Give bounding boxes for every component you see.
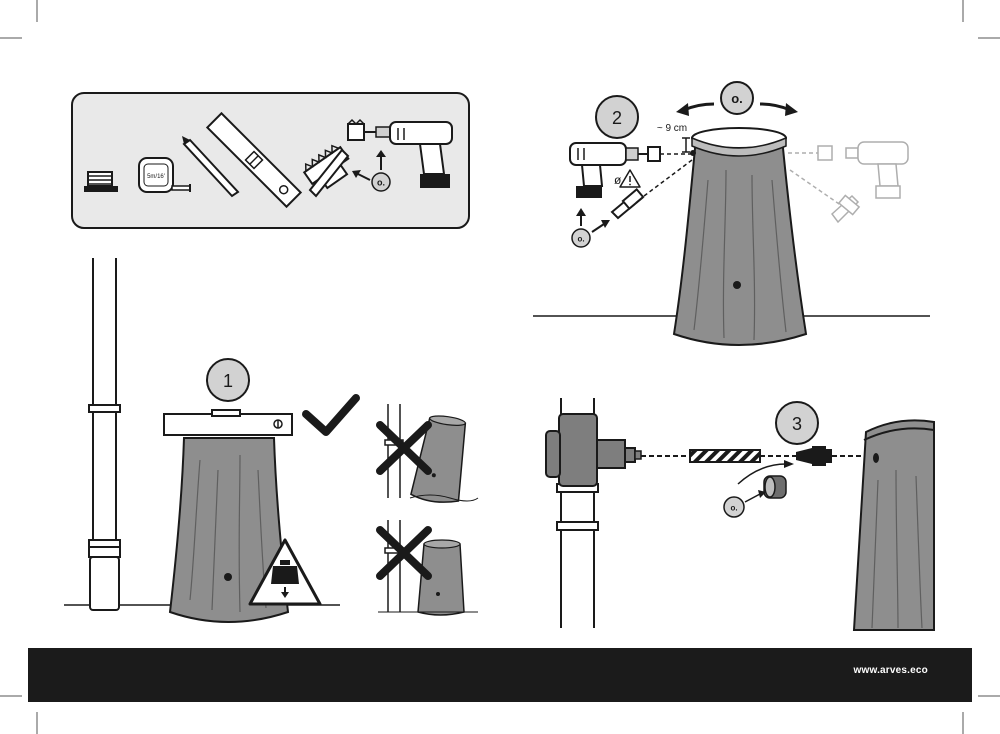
step-3-scene: 3 o.: [545, 398, 935, 631]
drill-icon-faded: [788, 141, 909, 224]
connection-hose: [689, 449, 761, 463]
rain-barrel-trunk: [168, 437, 290, 623]
step-1-scene: 1: [64, 258, 360, 623]
step-2-bit-marker: o.: [571, 208, 610, 248]
marker-label: o.: [730, 504, 737, 513]
spirit-level-on-barrel: [163, 409, 293, 436]
warning-icon: [248, 538, 322, 606]
distance-label: ~ 9 cm: [657, 123, 687, 134]
tape-label: 5m/16': [147, 174, 165, 180]
seal-ring: [763, 475, 787, 499]
weight-icon: [271, 560, 299, 598]
hose-connector: [796, 446, 832, 466]
spool-icon: [84, 171, 118, 192]
pencil-icon: [182, 136, 240, 198]
wrong-example-unsupported: [376, 520, 478, 616]
marker-label: o.: [377, 178, 385, 188]
footer-bar: www.arves.eco: [28, 648, 972, 702]
step-1-badge: 1: [206, 358, 250, 402]
rain-barrel-trunk: [672, 127, 808, 346]
wrong-example-tilted: [376, 404, 479, 503]
tools-panel: 5m/16': [71, 92, 470, 229]
step-2-scene: o. 2 ~ 9 cm ø: [533, 81, 930, 346]
drill-icon: [347, 118, 453, 188]
drill-bit-marker: o.: [352, 150, 391, 192]
footer-url[interactable]: www.arves.eco: [853, 665, 928, 676]
cross-mark-icon: [376, 421, 432, 475]
rotation-marker-label: o.: [731, 91, 743, 106]
step-2-top-marker: o.: [720, 81, 754, 115]
diameter-label: ø: [614, 173, 622, 187]
drill-icon: [569, 142, 693, 198]
check-mark-icon: [302, 394, 360, 436]
step-3-marker: o.: [723, 490, 766, 518]
step-2-number: 2: [612, 108, 622, 128]
hole-saw-icon: [610, 159, 693, 220]
step-1-number: 1: [223, 371, 233, 391]
step-3-badge: 3: [775, 401, 819, 445]
rain-collector: [545, 413, 642, 487]
warning-icon: [619, 169, 641, 188]
step-2-badge: 2: [595, 95, 639, 139]
rain-barrel-trunk: [852, 419, 935, 631]
cross-mark-icon: [376, 526, 432, 580]
marker-label: o.: [577, 235, 584, 244]
tape-measure-icon: 5m/16': [138, 157, 191, 193]
spirit-level-icon: [205, 111, 303, 209]
step-3-number: 3: [792, 414, 802, 434]
hole-saw-icon: [302, 144, 350, 198]
rotation-arrow-icon: [676, 102, 798, 116]
downpipe: [88, 258, 121, 611]
downpipe: [556, 398, 599, 628]
step-3-arrow: [737, 463, 787, 485]
distance-dimension: [682, 137, 690, 153]
